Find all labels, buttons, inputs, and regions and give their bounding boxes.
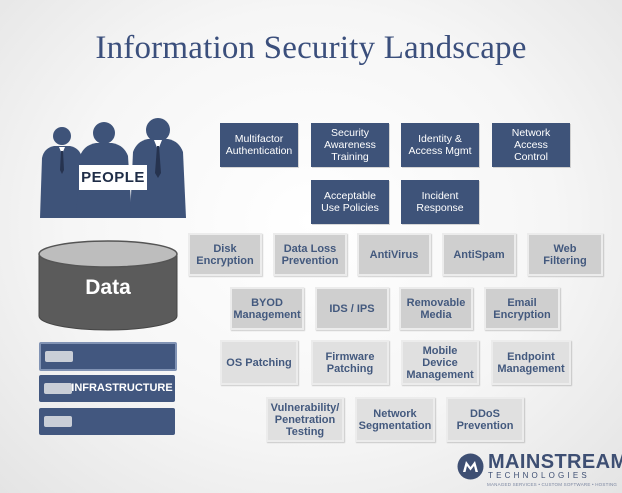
database-icon bbox=[38, 240, 178, 331]
control-email-encryption: Email Encryption bbox=[484, 287, 560, 330]
logo-subtitle: TECHNOLOGIES bbox=[488, 471, 590, 480]
control-ids-ips: IDS / IPS bbox=[315, 287, 389, 330]
control-os-patching: OS Patching bbox=[220, 340, 298, 385]
infrastructure-label: INFRASTRUCTURE bbox=[71, 382, 173, 394]
control-acceptable-use-policies: Acceptable Use Policies bbox=[311, 180, 389, 224]
data-label: Data bbox=[85, 276, 131, 299]
infrastructure-bar bbox=[39, 408, 175, 435]
control-web-filtering: Web Filtering bbox=[527, 233, 603, 276]
control-identity-access-mgmt: Identity & Access Mgmt bbox=[401, 123, 479, 167]
drive-slot bbox=[44, 416, 72, 427]
control-vulnerability-penetration-testing: Vulnerability/ Penetration Testing bbox=[266, 397, 344, 442]
control-network-access-control: Network Access Control bbox=[492, 123, 570, 167]
control-firmware-patching: Firmware Patching bbox=[311, 340, 389, 385]
control-endpoint-management: Endpoint Management bbox=[491, 340, 571, 385]
infrastructure-bar: INFRASTRUCTURE bbox=[39, 375, 175, 402]
control-security-awareness-training: Security Awareness Training bbox=[311, 123, 389, 167]
control-removable-media: Removable Media bbox=[399, 287, 473, 330]
control-data-loss-prevention: Data Loss Prevention bbox=[273, 233, 347, 276]
mainstream-logo-icon bbox=[457, 453, 484, 480]
logo-tagline: MANAGED SERVICES • CUSTOM SOFTWARE • HOS… bbox=[487, 482, 618, 487]
control-mobile-device-management: Mobile Device Management bbox=[401, 340, 479, 385]
control-antispam: AntiSpam bbox=[442, 233, 516, 276]
infrastructure-bar bbox=[39, 342, 177, 371]
control-antivirus: AntiVirus bbox=[357, 233, 431, 276]
page-title: Information Security Landscape bbox=[95, 30, 527, 66]
control-network-segmentation: Network Segmentation bbox=[355, 397, 435, 442]
control-disk-encryption: Disk Encryption bbox=[188, 233, 262, 276]
control-byod-management: BYOD Management bbox=[230, 287, 304, 330]
control-incident-response: Incident Response bbox=[401, 180, 479, 224]
logo-name: MAINSTREAM bbox=[488, 451, 622, 473]
control-ddos-prevention: DDoS Prevention bbox=[446, 397, 524, 442]
control-multifactor-authentication: Multifactor Authentication bbox=[220, 123, 298, 167]
drive-slot bbox=[44, 383, 72, 394]
drive-slot bbox=[45, 351, 73, 362]
people-label: PEOPLE bbox=[79, 165, 147, 190]
